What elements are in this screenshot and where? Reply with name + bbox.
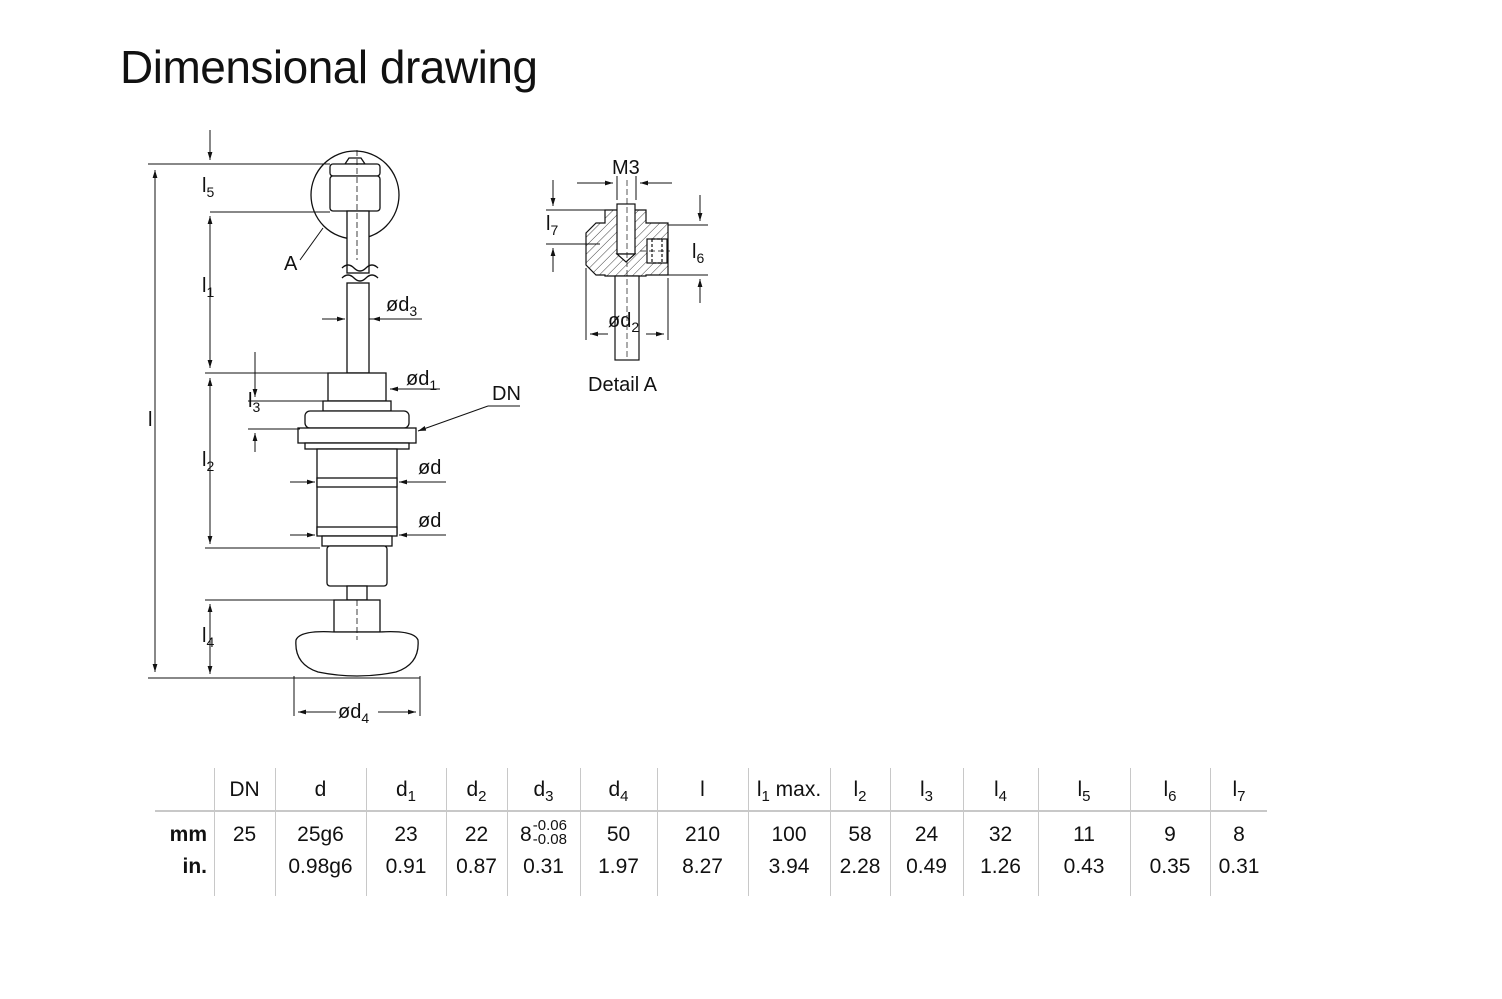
detail-a-drawing: [585, 180, 670, 361]
label-l2: l2: [202, 449, 214, 474]
label-l4: l4: [202, 625, 214, 650]
label-l5: l5: [202, 175, 214, 200]
page-title: Dimensional drawing: [120, 41, 538, 93]
label-M3: M3: [612, 157, 640, 179]
label-l7: l7: [546, 213, 558, 238]
label-l3: l3: [248, 390, 260, 415]
label-detail-a: Detail A: [588, 374, 658, 396]
label-od4: ød4: [338, 701, 369, 726]
label-l1: l1: [202, 275, 214, 300]
label-od-upper: ød: [418, 457, 441, 479]
label-l6: l6: [692, 241, 704, 266]
label-od3: ød3: [386, 294, 417, 319]
label-od1: ød1: [406, 368, 437, 393]
label-od-lower: ød: [418, 510, 441, 532]
label-l: l: [148, 409, 152, 431]
dimension-lines: [148, 130, 520, 716]
detail-dimension-lines: [546, 176, 708, 340]
plunger-part: [295, 150, 419, 677]
drawing-labels: l l5 l1 l2 l3 l4 A DN ød3 ød1 ød ød ød4 …: [148, 157, 704, 726]
label-DN: DN: [492, 383, 521, 405]
label-A: A: [284, 253, 298, 275]
